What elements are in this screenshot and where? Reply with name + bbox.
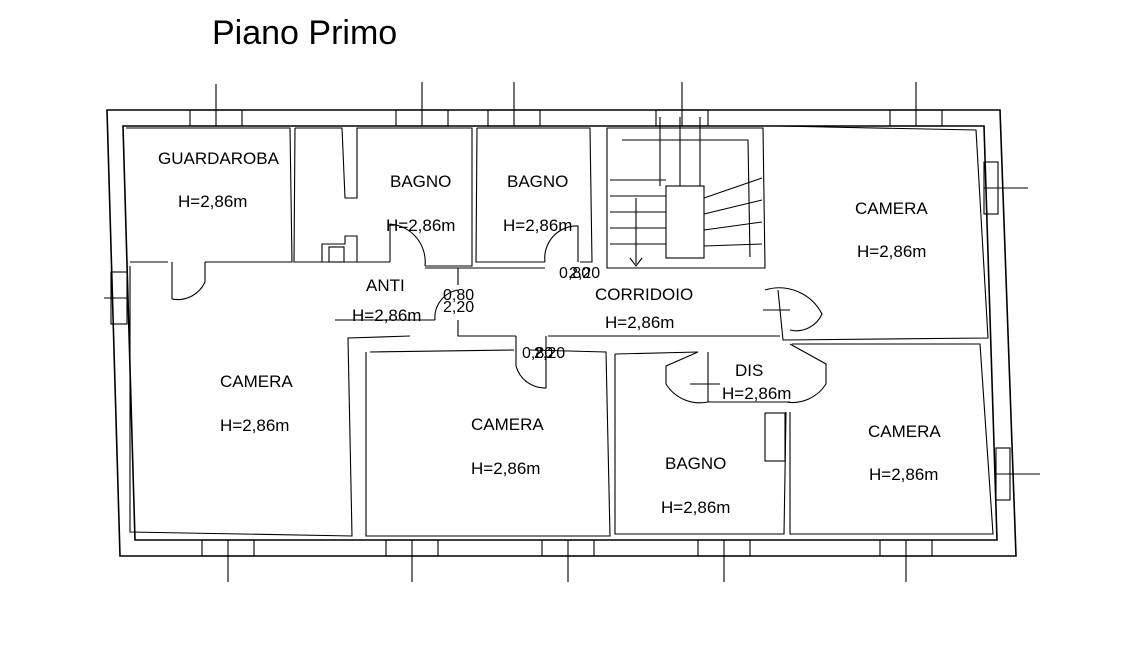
- doors: [171, 223, 827, 404]
- room-height: H=2,86m: [857, 242, 926, 261]
- room-height: H=2,86m: [386, 216, 455, 235]
- door-width: 0,80: [443, 287, 474, 304]
- room-name: GUARDAROBA: [158, 149, 280, 168]
- room-labels: GUARDAROBA H=2,86m BAGNO H=2,86m BAGNO H…: [158, 149, 941, 517]
- door-dimensions: 0,80 2,20 0,80 2,20 0,80 2,20: [443, 265, 600, 362]
- room-name: BAGNO: [665, 454, 726, 473]
- room-height: H=2,86m: [605, 313, 674, 332]
- door-height: 2,20: [534, 345, 565, 362]
- room-name: ANTI: [366, 276, 405, 295]
- room-height: H=2,86m: [220, 416, 289, 435]
- room-height: H=2,86m: [722, 384, 791, 403]
- room-height: H=2,86m: [503, 216, 572, 235]
- room-name: BAGNO: [507, 172, 568, 191]
- windows: [104, 82, 1040, 582]
- room-name: DIS: [735, 361, 763, 380]
- room-name: CAMERA: [220, 372, 293, 391]
- plan-title: Piano Primo: [212, 14, 397, 52]
- room-name: BAGNO: [390, 172, 451, 191]
- door-width: 0,80: [559, 265, 590, 282]
- room-height: H=2,86m: [661, 498, 730, 517]
- room-height: H=2,86m: [471, 459, 540, 478]
- room-name: CORRIDOIO: [595, 285, 693, 304]
- room-name: CAMERA: [471, 415, 544, 434]
- room-name: CAMERA: [868, 422, 941, 441]
- room-height: H=2,86m: [352, 306, 421, 325]
- room-name: CAMERA: [855, 199, 928, 218]
- room-height: H=2,86m: [869, 465, 938, 484]
- door-width: 0,80: [522, 345, 553, 362]
- door-height: 2,20: [569, 265, 600, 282]
- room-height: H=2,86m: [178, 192, 247, 211]
- door-height: 2,20: [443, 299, 474, 316]
- interior-walls: [126, 117, 994, 537]
